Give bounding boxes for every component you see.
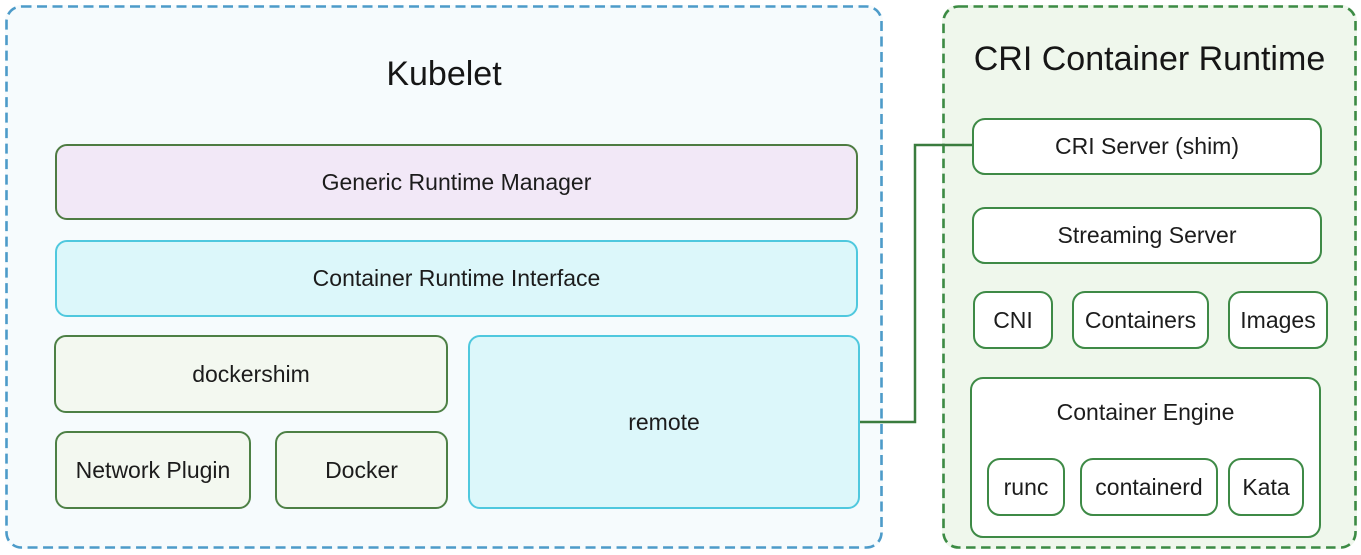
container-engine-label: Container Engine bbox=[1056, 398, 1235, 425]
cni-box: CNI bbox=[973, 291, 1053, 349]
cri-runtime-panel-title: CRI Container Runtime bbox=[973, 40, 1326, 78]
kubelet-panel-title: Kubelet bbox=[386, 55, 502, 93]
dockershim-box: dockershim bbox=[54, 335, 448, 413]
containerd-box: containerd bbox=[1080, 458, 1218, 516]
network-plugin-box: Network Plugin bbox=[55, 431, 251, 509]
generic-runtime-manager-box: Generic Runtime Manager bbox=[55, 144, 858, 220]
runc-box: runc bbox=[987, 458, 1065, 516]
remote-box: remote bbox=[468, 335, 860, 509]
containers-box: Containers bbox=[1072, 291, 1209, 349]
docker-box: Docker bbox=[275, 431, 448, 509]
streaming-server-box: Streaming Server bbox=[972, 207, 1322, 264]
images-box: Images bbox=[1228, 291, 1328, 349]
kata-box: Kata bbox=[1228, 458, 1304, 516]
container-runtime-interface-box: Container Runtime Interface bbox=[55, 240, 858, 317]
cri-server-shim-box: CRI Server (shim) bbox=[972, 118, 1322, 175]
